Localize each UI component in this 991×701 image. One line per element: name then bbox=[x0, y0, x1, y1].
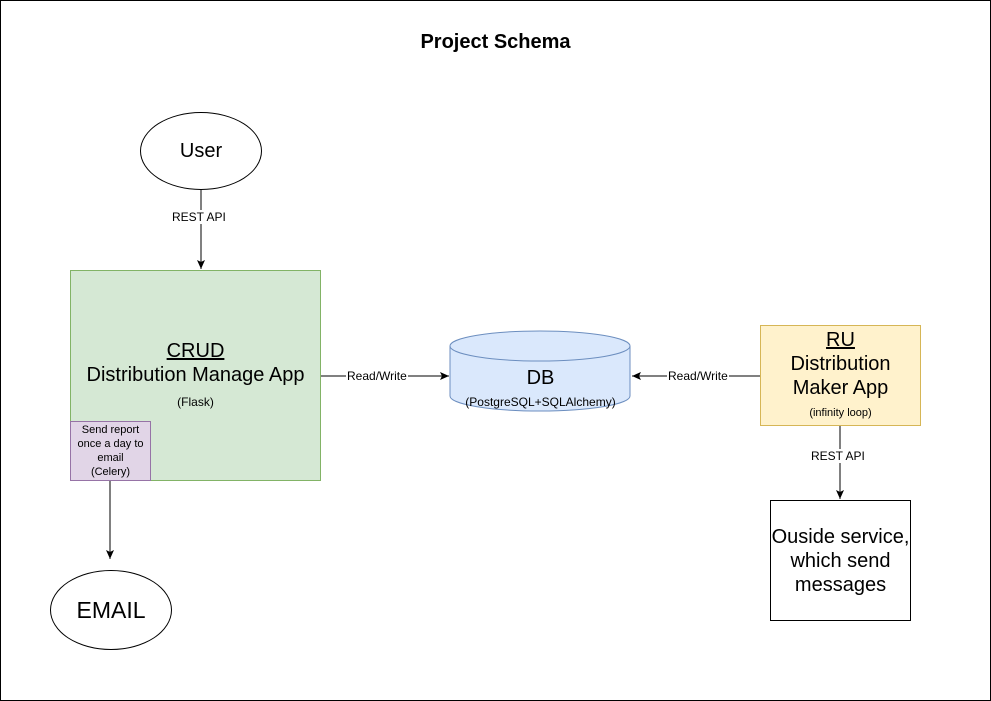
diagram-title: Project Schema bbox=[420, 31, 571, 53]
crud-app-text: CRUD Distribution Manage App (Flask) bbox=[70, 339, 321, 410]
celery-task-line: once a day to bbox=[77, 438, 144, 450]
db-label: DB bbox=[526, 367, 555, 389]
db-text: DB (PostgreSQL+SQLAlchemy) bbox=[450, 366, 631, 410]
celery-task-text: Send report once a day to email (Celery) bbox=[77, 423, 143, 479]
celery-task-line: email bbox=[97, 452, 124, 464]
ru-app-name-line: Distribution bbox=[790, 353, 891, 375]
edge-label-crud-db: Read/Write bbox=[346, 369, 408, 383]
outside-service-line: Ouside service, bbox=[771, 525, 910, 548]
edge-label-ru-outside: REST API bbox=[810, 449, 866, 463]
crud-app-name: Distribution Manage App bbox=[86, 364, 305, 386]
db-tech: (PostgreSQL+SQLAlchemy) bbox=[465, 395, 616, 409]
ru-app-node[interactable] bbox=[760, 325, 921, 426]
crud-app-heading: CRUD bbox=[166, 340, 225, 362]
ru-app-text: RU Distribution Maker App (infinity loop… bbox=[760, 328, 921, 420]
outside-service-line: which send bbox=[790, 549, 891, 572]
celery-task-node[interactable]: Send report once a day to email (Celery) bbox=[70, 421, 151, 481]
ru-app-heading: RU bbox=[826, 329, 855, 351]
crud-app-tech: (Flask) bbox=[177, 395, 214, 409]
outside-service-text: Ouside service, which send messages bbox=[772, 525, 910, 597]
outside-service-line: messages bbox=[794, 573, 887, 596]
user-label: User bbox=[179, 139, 223, 162]
celery-task-line: Send report bbox=[81, 424, 140, 436]
user-node[interactable]: User bbox=[140, 112, 262, 190]
edge-label-user-crud: REST API bbox=[171, 210, 227, 224]
edge-label-ru-db: Read/Write bbox=[667, 369, 729, 383]
email-node[interactable]: EMAIL bbox=[50, 570, 172, 650]
celery-task-line: (Celery) bbox=[90, 466, 131, 478]
ru-app-name-line: Maker App bbox=[792, 377, 889, 399]
outside-service-node[interactable]: Ouside service, which send messages bbox=[770, 500, 911, 621]
email-label: EMAIL bbox=[76, 596, 146, 623]
ru-app-note: (infinity loop) bbox=[809, 407, 872, 419]
